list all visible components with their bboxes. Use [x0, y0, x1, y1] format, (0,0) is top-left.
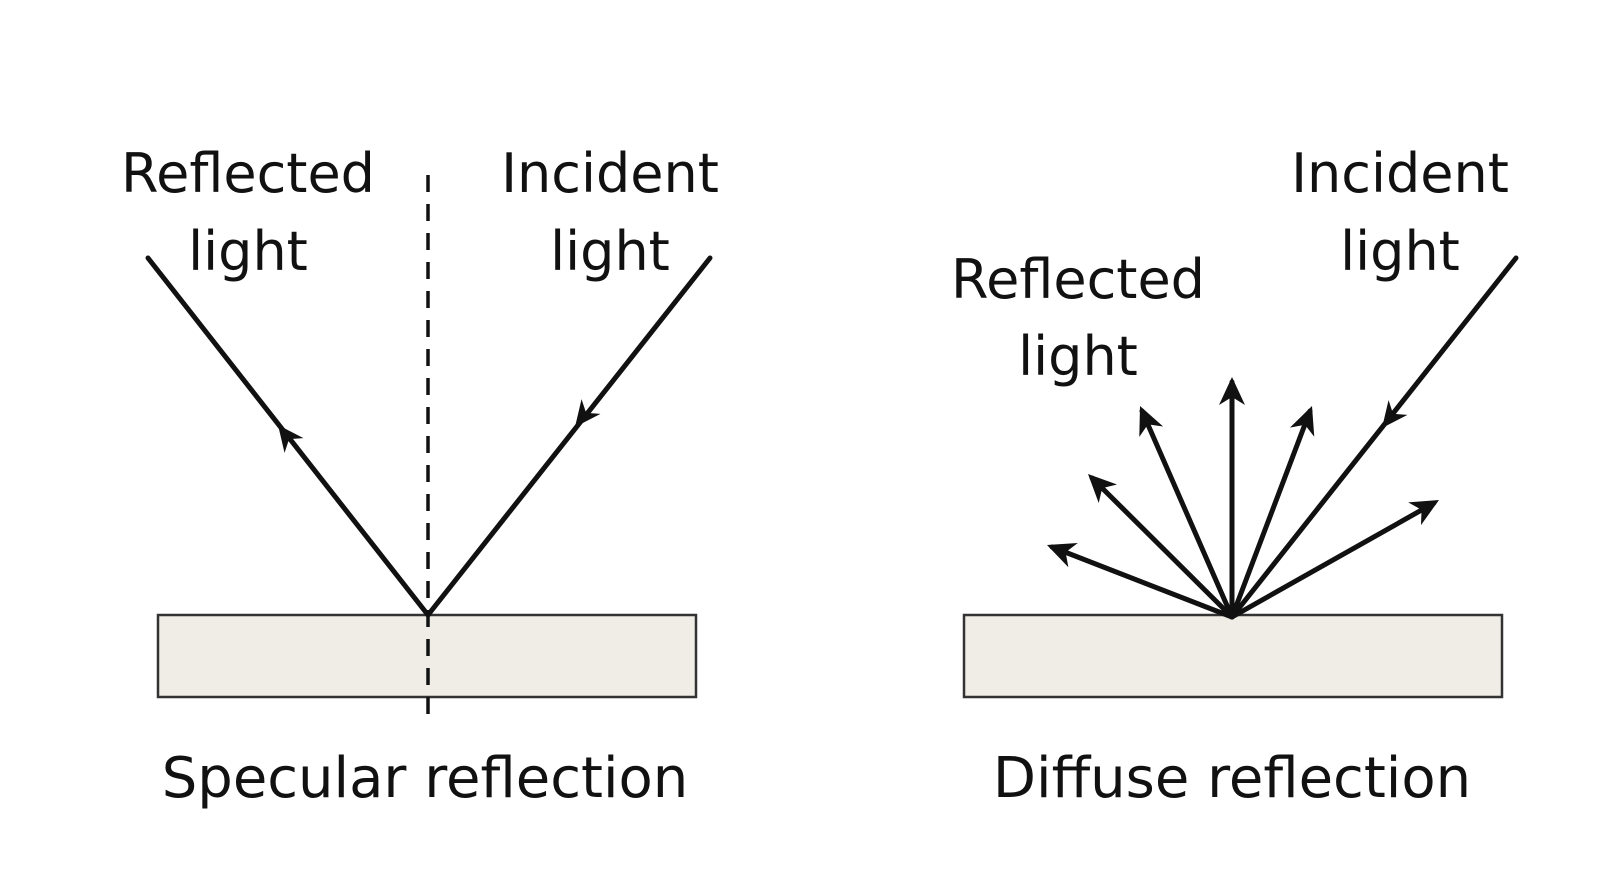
specular-panel: Reflected light Incident light Specular … — [121, 142, 719, 811]
diffuse-ray-1-arrowhead — [1047, 543, 1078, 568]
diffuse-ray-3-arrowhead — [1139, 406, 1164, 437]
specular-incident-label-line2: light — [550, 220, 670, 283]
diffuse-reflected-label-line1: Reflected — [951, 248, 1205, 311]
diffuse-ray-5 — [1229, 408, 1313, 620]
diffuse-panel: Reflected light Incident light Diffuse r… — [951, 142, 1519, 811]
diffuse-incident-arrowhead — [1382, 400, 1408, 428]
diffuse-ray-6-arrowhead — [1408, 500, 1439, 526]
specular-reflected-label-line2: light — [188, 220, 308, 283]
diffuse-ray-5-arrowhead — [1289, 406, 1315, 437]
diffuse-incident-label-line2: light — [1340, 220, 1460, 283]
diffuse-ray-3 — [1139, 408, 1235, 620]
diffuse-incident-label-line1: Incident — [1291, 142, 1509, 205]
specular-reflected-label-line1: Reflected — [121, 142, 375, 205]
diffuse-reflected-label-line2: light — [1018, 325, 1138, 388]
specular-incident-label-line1: Incident — [501, 142, 719, 205]
diffuse-incident-ray — [1229, 255, 1519, 620]
diffuse-ray-2-arrowhead — [1088, 474, 1118, 503]
diffuse-ray-6 — [1229, 500, 1437, 620]
diffuse-ray-4-arrowhead — [1219, 377, 1245, 405]
diffuse-caption: Diffuse reflection — [993, 746, 1471, 811]
diffuse-ray-1 — [1049, 544, 1235, 620]
diffuse-surface — [962, 613, 1504, 699]
specular-caption: Specular reflection — [162, 746, 689, 811]
specular-reflected-arrowhead — [278, 425, 304, 453]
specular-incident-ray — [425, 255, 713, 618]
diffuse-ray-2 — [1089, 475, 1235, 620]
specular-incident-arrowhead — [575, 399, 601, 427]
